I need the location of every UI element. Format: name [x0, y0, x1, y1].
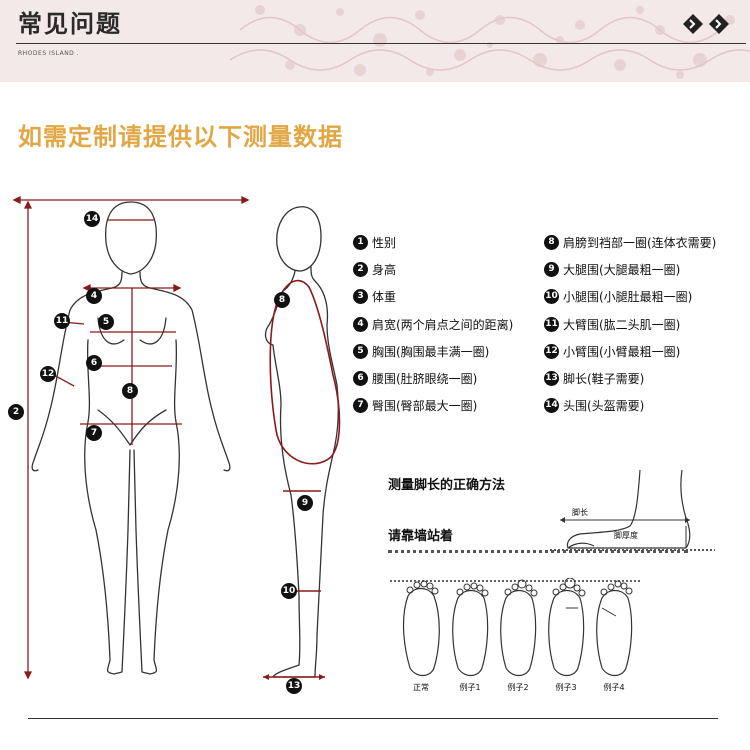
legend-item-12: 12 小臂围(小臂最粗一圈): [544, 343, 680, 359]
foot-length-label: 脚长: [572, 508, 588, 517]
legend-label: 性别: [372, 235, 397, 250]
legend-label: 头围(头盔需要): [563, 398, 645, 413]
wall-instruction: 请靠墙站着: [388, 529, 454, 544]
header-subtitle: RHODES ISLAND .: [18, 50, 80, 57]
legend-item-7: 7 臀围(臀部最大一圈): [353, 397, 477, 413]
header-lace-pattern: [230, 5, 750, 79]
bottom-divider: [28, 718, 718, 719]
legend-label: 脚长(鞋子需要): [563, 371, 645, 386]
legend-label: 臀围(臀部最大一圈): [372, 398, 478, 413]
legend-item-4: 4 肩宽(两个肩点之间的距离): [353, 316, 513, 332]
measure-badge-4: 4: [86, 288, 102, 304]
footprint-caption-2: 例子2: [507, 683, 529, 692]
measure-badge-10: 10: [281, 583, 297, 599]
foot-side-illustration: [550, 469, 715, 551]
footprints: [402, 578, 633, 677]
measure-badge-8: 8: [122, 383, 138, 399]
legend-label: 肩宽(两个肩点之间的距离): [372, 317, 514, 332]
legend-label: 小腿围(小腿肚最粗一圈): [563, 289, 693, 304]
legend-item-2: 2 身高: [353, 261, 396, 277]
legend-item-6: 6 腰围(肚脐眼绕一圈): [353, 370, 477, 386]
legend-badge: 6: [353, 370, 368, 386]
measure-badge-11: 11: [54, 313, 70, 329]
page-title: 常见问题: [18, 9, 122, 38]
measure-badge-13: 13: [286, 678, 302, 694]
foot-heading: 测量脚长的正确方法: [388, 478, 506, 493]
legend-label: 大腿围(大腿最粗一圈): [563, 262, 681, 277]
legend-label: 身高: [372, 262, 397, 277]
legend-badge: 14: [544, 397, 559, 413]
legend-label: 腰围(肚脐眼绕一圈): [372, 371, 478, 386]
side-body-figure: [263, 206, 341, 680]
measure-badge-6: 6: [86, 355, 102, 371]
footprint-caption-3: 例子3: [555, 683, 577, 692]
legend-item-14: 14 头围(头盔需要): [544, 397, 644, 413]
legend-item-5: 5 胸围(胸围最丰满一圈): [353, 343, 489, 359]
legend-label: 体重: [372, 289, 397, 304]
measure-badge-2: 2: [8, 404, 24, 420]
legend-badge: 11: [544, 316, 559, 332]
legend-badge: 7: [353, 397, 368, 413]
toe-line: [390, 580, 640, 583]
legend-badge: 3: [353, 288, 368, 304]
legend-badge: 8: [544, 234, 559, 250]
foot-thickness-label: 脚厚度: [614, 531, 638, 540]
legend-label: 小臂围(小臂最粗一圈): [563, 344, 681, 359]
legend-badge: 13: [544, 370, 559, 386]
legend-item-3: 3 体重: [353, 288, 396, 304]
legend-label: 大臂围(肱二头肌一圈): [563, 317, 681, 332]
measure-badge-5: 5: [98, 314, 114, 330]
legend-item-13: 13 脚长(鞋子需要): [544, 370, 644, 386]
legend-item-10: 10 小腿围(小腿肚最粗一圈): [544, 288, 692, 304]
measure-badge-8-side: 8: [274, 292, 290, 308]
legend-badge: 9: [544, 261, 559, 277]
header-divider: [16, 43, 746, 44]
footprint-caption-1: 例子1: [459, 683, 481, 692]
footprint-caption-4: 例子4: [603, 683, 625, 692]
legend-item-11: 11 大臂围(肱二头肌一圈): [544, 316, 680, 332]
legend-badge: 2: [353, 261, 368, 277]
front-body-figure: [12, 195, 250, 680]
legend-badge: 4: [353, 316, 368, 332]
ground-line: [388, 550, 688, 555]
headline: 如需定制请提供以下测量数据: [18, 123, 343, 151]
legend-label: 肩膀到裆部一圈(连体衣需要): [563, 235, 717, 250]
legend-badge: 1: [353, 234, 368, 250]
legend-badge: 5: [353, 343, 368, 359]
legend-item-9: 9 大腿围(大腿最粗一圈): [544, 261, 680, 277]
diamond-arrow-icon: [683, 14, 729, 34]
measure-badge-12: 12: [40, 366, 56, 382]
legend-badge: 10: [544, 288, 559, 304]
legend-label: 胸围(胸围最丰满一圈): [372, 344, 490, 359]
measure-badge-9: 9: [297, 495, 313, 511]
legend-item-8: 8 肩膀到裆部一圈(连体衣需要): [544, 234, 716, 250]
legend-badge: 12: [544, 343, 559, 359]
legend-item-1: 1 性别: [353, 234, 396, 250]
page-header: 常见问题 RHODES ISLAND .: [0, 0, 750, 82]
measure-badge-7: 7: [86, 425, 102, 441]
measure-badge-14: 14: [84, 211, 100, 227]
footprint-caption-normal: 正常: [413, 683, 429, 692]
